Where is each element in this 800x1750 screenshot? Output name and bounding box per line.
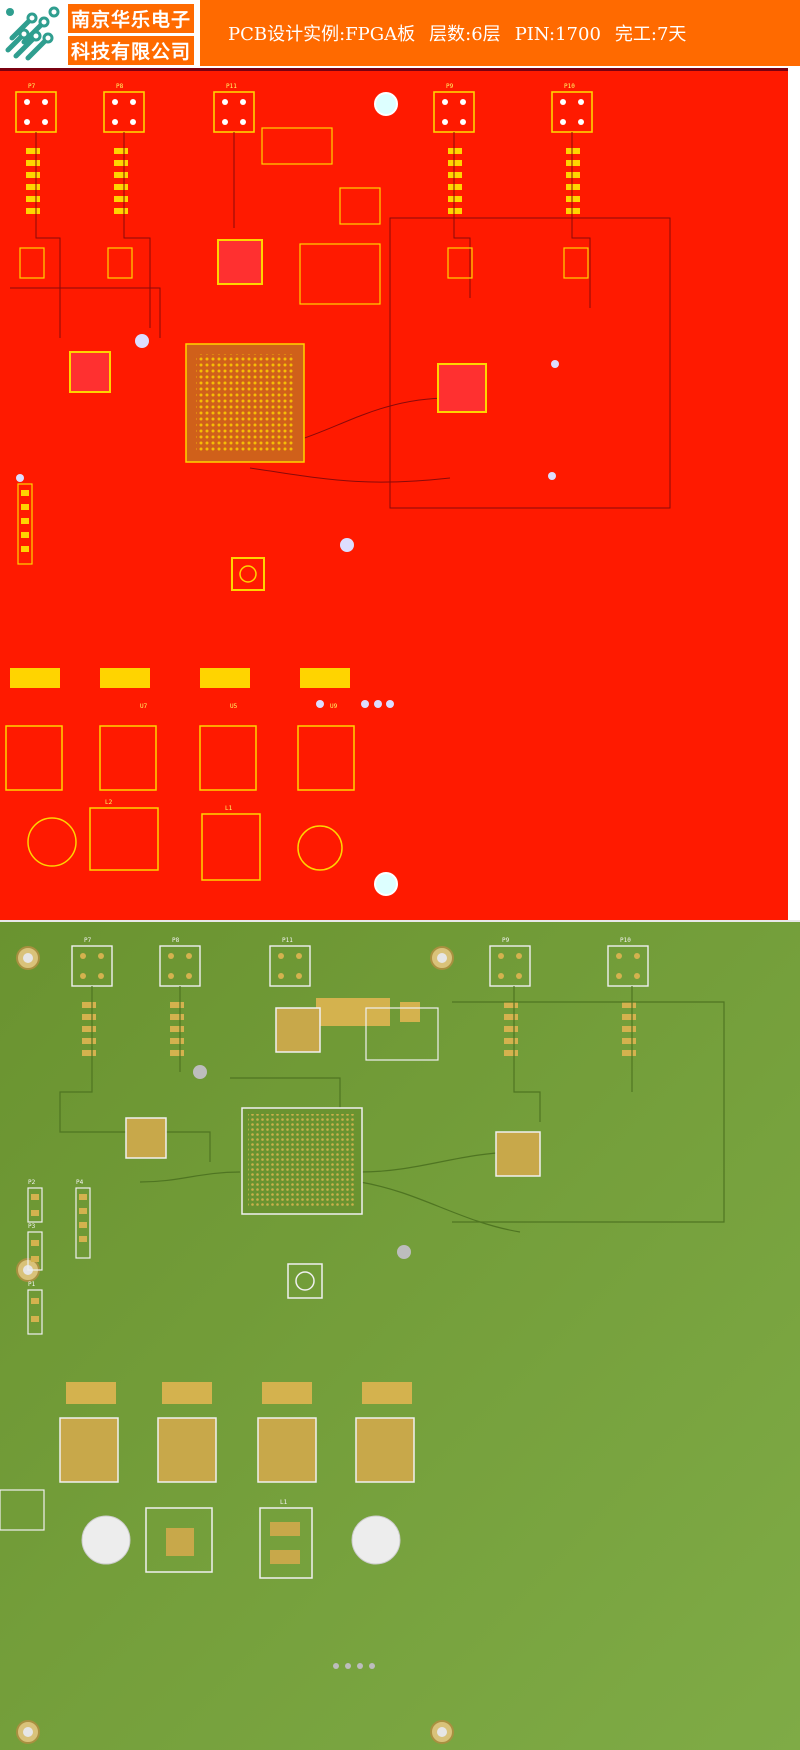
- spec-headline: PCB设计实例:FPGA板层数:6层 PIN:1700 完工:7天: [228, 20, 700, 46]
- electrolytic-capacitor: [81, 1515, 131, 1565]
- regulator-footprint: [89, 807, 159, 871]
- spec-turnaround: 完工:7天: [614, 24, 687, 45]
- qfn-chip: [275, 1007, 321, 1053]
- view-divider: [0, 920, 800, 922]
- edge-connector: [0, 1489, 45, 1531]
- qfn-chip: [125, 1117, 167, 1159]
- component-label: L1: [280, 1499, 288, 1506]
- component-label: L2: [105, 799, 113, 806]
- qfn-footprint: [437, 363, 487, 413]
- connector-label: P11: [226, 83, 237, 90]
- connector-label: P8: [172, 937, 180, 944]
- connector-label: P8: [116, 83, 124, 90]
- qfn-chip: [495, 1131, 541, 1177]
- mounting-hole: [374, 92, 398, 116]
- company-name-line1: 南京华乐电子: [68, 4, 195, 33]
- electrolytic-capacitor: [297, 825, 343, 871]
- component-label: U5: [230, 703, 238, 710]
- component-label: U7: [140, 703, 148, 710]
- electrolytic-capacitor: [351, 1515, 401, 1565]
- pcb-3d-render-view: P7 P8 P11 P9 P10: [0, 922, 800, 1750]
- component-label: U9: [330, 703, 338, 710]
- qfn-footprint: [69, 351, 111, 393]
- crystal: [287, 1263, 323, 1299]
- qfn-footprint: [217, 239, 263, 285]
- inductor: [259, 1507, 313, 1579]
- electrolytic-capacitor: [27, 817, 77, 867]
- connector-label: P9: [502, 937, 510, 944]
- connector-label: P11: [282, 937, 293, 944]
- connector-label: P9: [446, 83, 454, 90]
- connector-label: P7: [28, 83, 36, 90]
- header-label: P3: [28, 1223, 36, 1230]
- pin-header: [17, 483, 33, 565]
- regulator: [145, 1507, 213, 1573]
- header-banner: 南京华乐电子 科技有限公司 PCB设计实例:FPGA板层数:6层 PIN:1700…: [0, 0, 800, 66]
- header-label: P1: [28, 1281, 36, 1288]
- mounting-hole: [193, 1065, 207, 1079]
- mounting-hole: [374, 872, 398, 896]
- inductor-footprint: [201, 813, 261, 881]
- company-name-line2: 科技有限公司: [68, 36, 195, 65]
- spec-project: PCB设计实例:FPGA板: [228, 24, 416, 45]
- connector-label: P7: [84, 937, 92, 944]
- header-label: P2: [28, 1179, 36, 1186]
- spec-layers: 层数:6层: [429, 24, 501, 45]
- spec-pins: PIN:1700: [514, 24, 601, 45]
- component-label: L1: [225, 805, 233, 812]
- mounting-hole: [397, 1245, 411, 1259]
- connector-label: P10: [620, 937, 631, 944]
- crystal-footprint: [231, 557, 265, 591]
- circuit-logo-icon: [5, 6, 60, 61]
- company-logo: 南京华乐电子 科技有限公司: [0, 0, 200, 66]
- pcb-layout-view: P7 P8 P11 P9 P10: [0, 68, 792, 920]
- header-label: P4: [76, 1179, 84, 1186]
- connector-label: P10: [564, 83, 575, 90]
